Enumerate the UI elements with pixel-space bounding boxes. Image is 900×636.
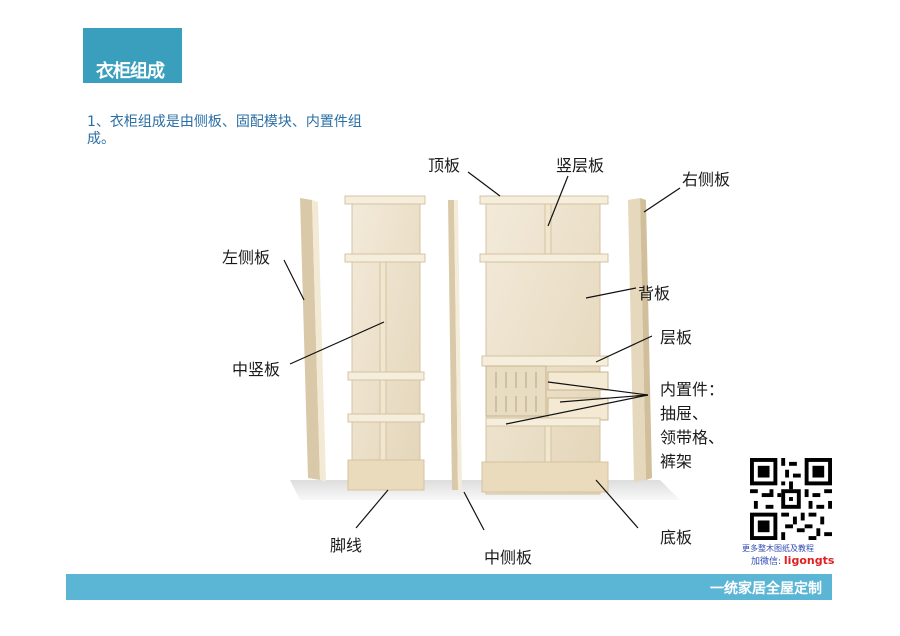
right-side-panel-shape [628, 198, 652, 482]
label-left-side-panel: 左侧板 [222, 248, 271, 267]
label-built-in-drawer: 抽屉、 [660, 404, 709, 423]
intro-text: 1、衣柜组成是由侧板、固配模块、内置件组成。 [87, 114, 362, 147]
left-module-shape [344, 195, 426, 491]
label-top-panel: 顶板 [428, 156, 461, 175]
label-bottom-panel: 底板 [660, 528, 693, 547]
label-right-side-panel: 右侧板 [682, 170, 731, 189]
qr-code [750, 458, 832, 540]
qr-wechat-id: ligongts [783, 554, 835, 567]
title-box [83, 28, 182, 83]
label-shelf: 层板 [660, 328, 693, 347]
middle-side-panel-shape [448, 200, 462, 490]
label-back-panel: 背板 [638, 284, 671, 303]
qr-wechat: 加微信: ligongts [751, 554, 834, 567]
right-module-shape [479, 195, 609, 495]
leader-lines [283, 171, 681, 531]
footer-text: 一统家居全屋定制 [710, 581, 822, 597]
label-built-in-title: 内置件： [660, 380, 725, 399]
label-built-in-tie-rack: 领带格、 [660, 428, 725, 447]
label-vertical-shelf: 竖层板 [556, 156, 605, 175]
label-built-in-trouser-rack: 裤架 [660, 452, 693, 471]
label-kick-line: 脚线 [330, 536, 363, 555]
qr-wechat-prefix: 加微信: [751, 557, 784, 567]
label-middle-vertical-panel: 中竖板 [232, 360, 281, 379]
qr-caption: 更多整木图纸及教程 [742, 544, 814, 553]
page-title: 衣柜组成 [96, 61, 165, 82]
footer-bar: 一统家居全屋定制 [66, 574, 832, 600]
label-middle-side-panel: 中侧板 [484, 548, 533, 567]
left-side-panel-shape [300, 198, 326, 482]
